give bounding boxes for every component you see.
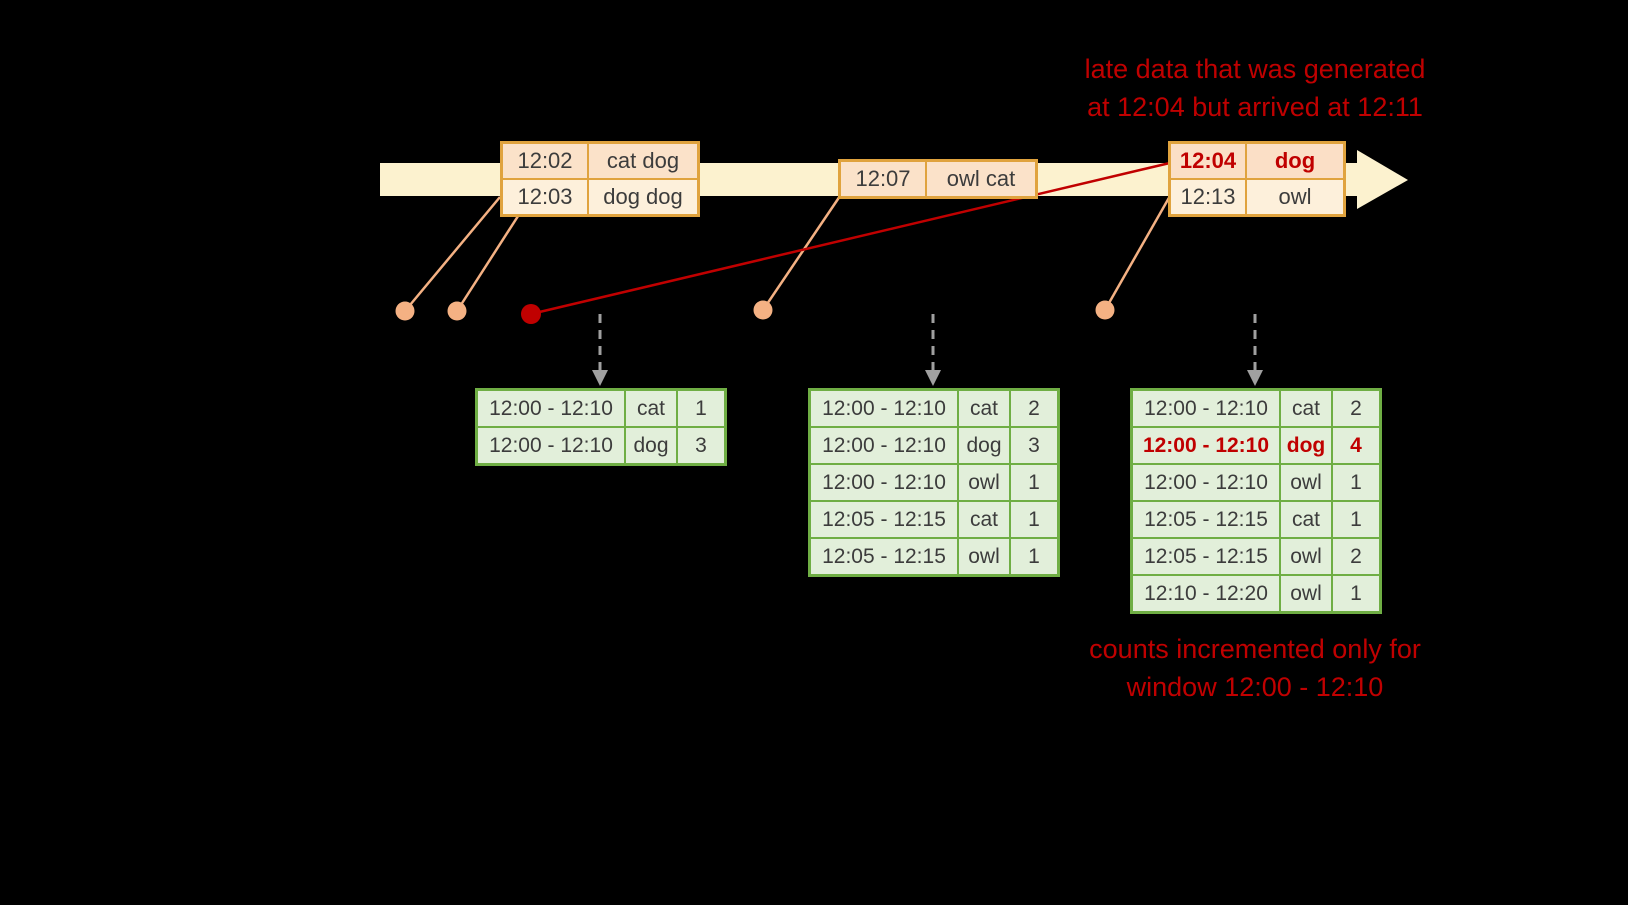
event-words: dog dog (588, 179, 698, 215)
result-word: owl (958, 464, 1010, 501)
late-data-line (530, 160, 1175, 316)
counts-annotation-line2: window 12:00 - 12:10 (1126, 672, 1384, 702)
result-count: 1 (1010, 501, 1058, 538)
result-row: 12:05 - 12:15 owl 2 (1132, 538, 1380, 575)
result-word: cat (958, 390, 1010, 427)
event-dot-1207 (753, 300, 773, 320)
result-word: dog (625, 427, 677, 464)
event-dot-1203 (447, 301, 467, 321)
result-window: 12:05 - 12:15 (810, 501, 958, 538)
event-time: 12:02 (502, 143, 588, 179)
result-row: 12:00 - 12:10 owl 1 (810, 464, 1058, 501)
result-count: 1 (1010, 464, 1058, 501)
result-window: 12:10 - 12:20 (1132, 575, 1280, 612)
timeline-arrowhead (1357, 150, 1408, 209)
counts-annotation: counts incremented only for window 12:00… (1040, 630, 1470, 706)
result-row: 12:00 - 12:10 owl 1 (1132, 464, 1380, 501)
result-count: 1 (677, 390, 725, 427)
result-count: 1 (1332, 501, 1380, 538)
result-window: 12:00 - 12:10 (810, 427, 958, 464)
result-table-2: 12:00 - 12:10 cat 2 12:00 - 12:10 dog 3 … (808, 388, 1060, 577)
result-row: 12:00 - 12:10 dog 3 (477, 427, 725, 464)
event-table-a: 12:02 cat dog 12:03 dog dog (500, 141, 700, 217)
result-count: 1 (1332, 464, 1380, 501)
result-window: 12:00 - 12:10 (1132, 427, 1280, 464)
result-table-1: 12:00 - 12:10 cat 1 12:00 - 12:10 dog 3 (475, 388, 727, 466)
result-word: owl (1280, 538, 1332, 575)
result-word: cat (625, 390, 677, 427)
event-words: cat dog (588, 143, 698, 179)
event-row-late: 12:04 dog (1170, 143, 1344, 179)
result-row: 12:00 - 12:10 dog 3 (810, 427, 1058, 464)
late-event-dot (521, 304, 541, 324)
result-window: 12:00 - 12:10 (1132, 390, 1280, 427)
result-window: 12:05 - 12:15 (1132, 501, 1280, 538)
event-row: 12:02 cat dog (502, 143, 698, 179)
result-count: 3 (677, 427, 725, 464)
connector-line-1202 (404, 196, 501, 312)
result-count: 1 (1332, 575, 1380, 612)
result-window: 12:00 - 12:10 (477, 427, 625, 464)
result-row-updated: 12:00 - 12:10 dog 4 (1132, 427, 1380, 464)
result-window: 12:05 - 12:15 (810, 538, 958, 575)
event-time: 12:03 (502, 179, 588, 215)
result-count: 2 (1332, 538, 1380, 575)
result-table-3: 12:00 - 12:10 cat 2 12:00 - 12:10 dog 4 … (1130, 388, 1382, 614)
event-words: owl (1246, 179, 1344, 215)
counts-annotation-line1: counts incremented only for (1089, 634, 1421, 664)
trigger-arrowhead-1 (592, 370, 608, 386)
connector-line-1203 (455, 212, 522, 312)
late-data-annotation-line1: late data that was generated (1084, 54, 1426, 84)
result-count: 2 (1010, 390, 1058, 427)
result-row: 12:05 - 12:15 owl 1 (810, 538, 1058, 575)
result-row: 12:10 - 12:20 owl 1 (1132, 575, 1380, 612)
event-time: 12:07 (840, 161, 926, 197)
result-word: owl (1280, 575, 1332, 612)
result-count: 3 (1010, 427, 1058, 464)
result-word: dog (1280, 427, 1332, 464)
result-row: 12:00 - 12:10 cat 2 (1132, 390, 1380, 427)
event-words: dog (1246, 143, 1344, 179)
result-window: 12:05 - 12:15 (1132, 538, 1280, 575)
late-data-annotation-line2: at 12:04 but arrived at 12:11 (1087, 92, 1423, 122)
connector-line-1213 (1103, 195, 1172, 311)
trigger-arrowhead-3 (1247, 370, 1263, 386)
event-dot-1213 (1095, 300, 1115, 320)
event-words: owl cat (926, 161, 1036, 197)
event-time: 12:04 (1170, 143, 1246, 179)
result-word: cat (958, 501, 1010, 538)
result-row: 12:00 - 12:10 cat 1 (477, 390, 725, 427)
result-word: owl (1280, 464, 1332, 501)
result-window: 12:00 - 12:10 (810, 464, 958, 501)
result-word: owl (958, 538, 1010, 575)
event-row: 12:07 owl cat (840, 161, 1036, 197)
result-word: dog (958, 427, 1010, 464)
event-dot-1202 (395, 301, 415, 321)
result-row: 12:05 - 12:15 cat 1 (810, 501, 1058, 538)
event-time: 12:13 (1170, 179, 1246, 215)
result-count: 2 (1332, 390, 1380, 427)
result-count: 1 (1010, 538, 1058, 575)
trigger-arrowhead-2 (925, 370, 941, 386)
result-window: 12:00 - 12:10 (810, 390, 958, 427)
event-row: 12:03 dog dog (502, 179, 698, 215)
event-row: 12:13 owl (1170, 179, 1344, 215)
result-word: cat (1280, 390, 1332, 427)
event-table-b: 12:07 owl cat (838, 159, 1038, 199)
result-row: 12:00 - 12:10 cat 2 (810, 390, 1058, 427)
result-word: cat (1280, 501, 1332, 538)
event-table-c: 12:04 dog 12:13 owl (1168, 141, 1346, 217)
connector-line-1207 (761, 195, 842, 311)
result-window: 12:00 - 12:10 (1132, 464, 1280, 501)
result-row: 12:05 - 12:15 cat 1 (1132, 501, 1380, 538)
result-window: 12:00 - 12:10 (477, 390, 625, 427)
result-count: 4 (1332, 427, 1380, 464)
late-data-annotation: late data that was generated at 12:04 bu… (1020, 50, 1490, 126)
